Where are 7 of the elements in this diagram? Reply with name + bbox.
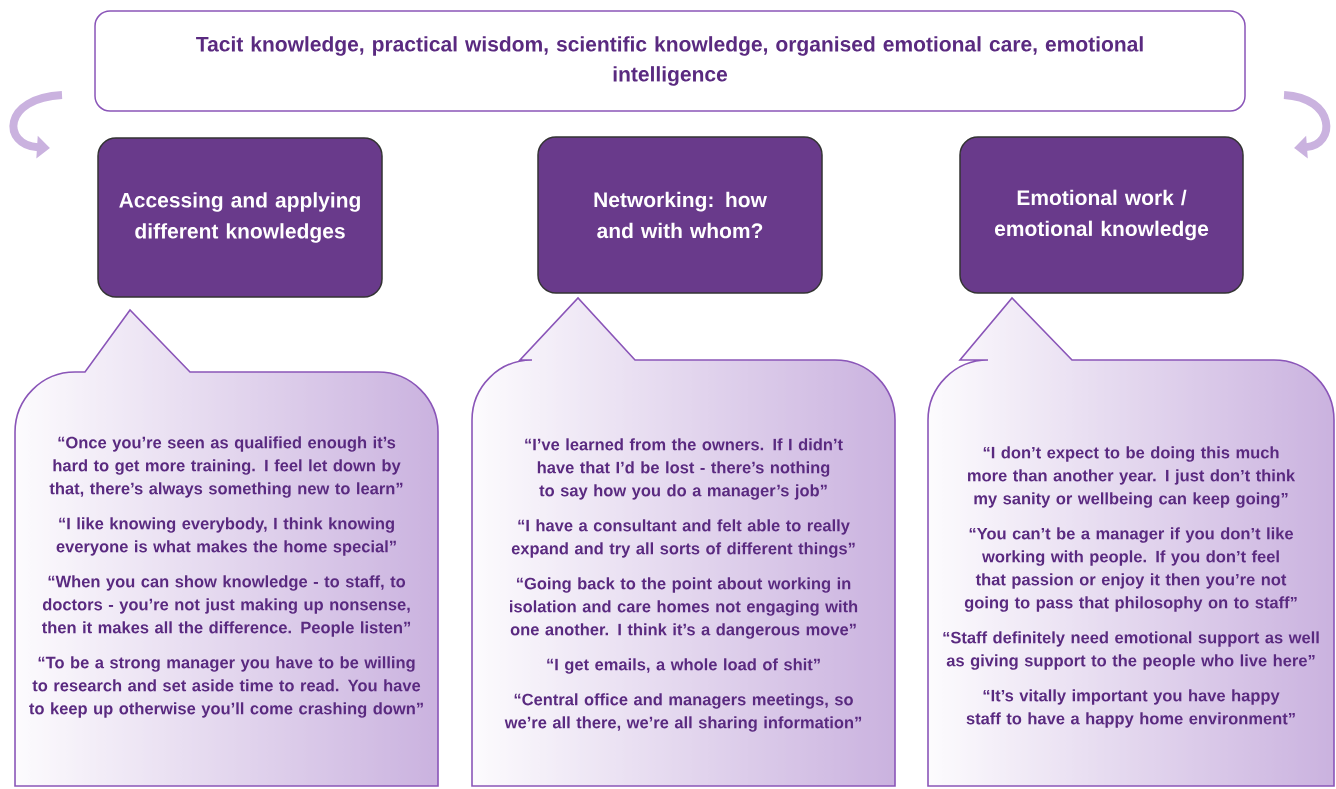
theme-box: Emotional work / emotional knowledge [959, 136, 1244, 294]
speech-bubble: “Once you’re seen as qualified enough it’s hard to get more training. I feel let down by that, there’s always something new to learn” “I like knowing everybody, I think knowing everyone is what makes the home special” “When you can show knowledge - to staff, to doctors - you’re not just making up nonsense, then it makes all the difference. People listen” “To be a strong manager you have to be willing to research and set aside time to read. You have to keep up otherwise you’ll come crashing down” [14, 309, 439, 787]
banner-box: Tacit knowledge, practical wisdom, scientific knowledge, organised emotional care, emotional intelligence [94, 10, 1246, 112]
theme-box: Accessing and applying different knowledges [97, 137, 383, 298]
speech-bubble: “I’ve learned from the owners. If I didn’t have that I’d be lost - there’s nothing to say how you do a manager’s job” “I have a consultant and felt able to really expand and try all sorts of different things” “Going back to the point about working in isolation and care homes not engaging with one another. I think it’s a dangerous move” “I get emails, a whole load of shit” “Central office and managers meetings, so we’re all there, we’re all sharing information” [471, 297, 896, 787]
theme-box: Networking: how and with whom? [537, 136, 823, 294]
speech-bubble: “I don’t expect to be doing this much more than another year. I just don’t think my sanity or wellbeing can keep going” “You can’t be a manager if you don’t like working with people. If you don’t feel that passion or enjoy it then you’re not going to pass that philosophy on to staff” “Staff definitely need emotional support as well as giving support to the people who live here” “It’s vitally important you have happy staff to have a happy home environment” [927, 297, 1335, 787]
